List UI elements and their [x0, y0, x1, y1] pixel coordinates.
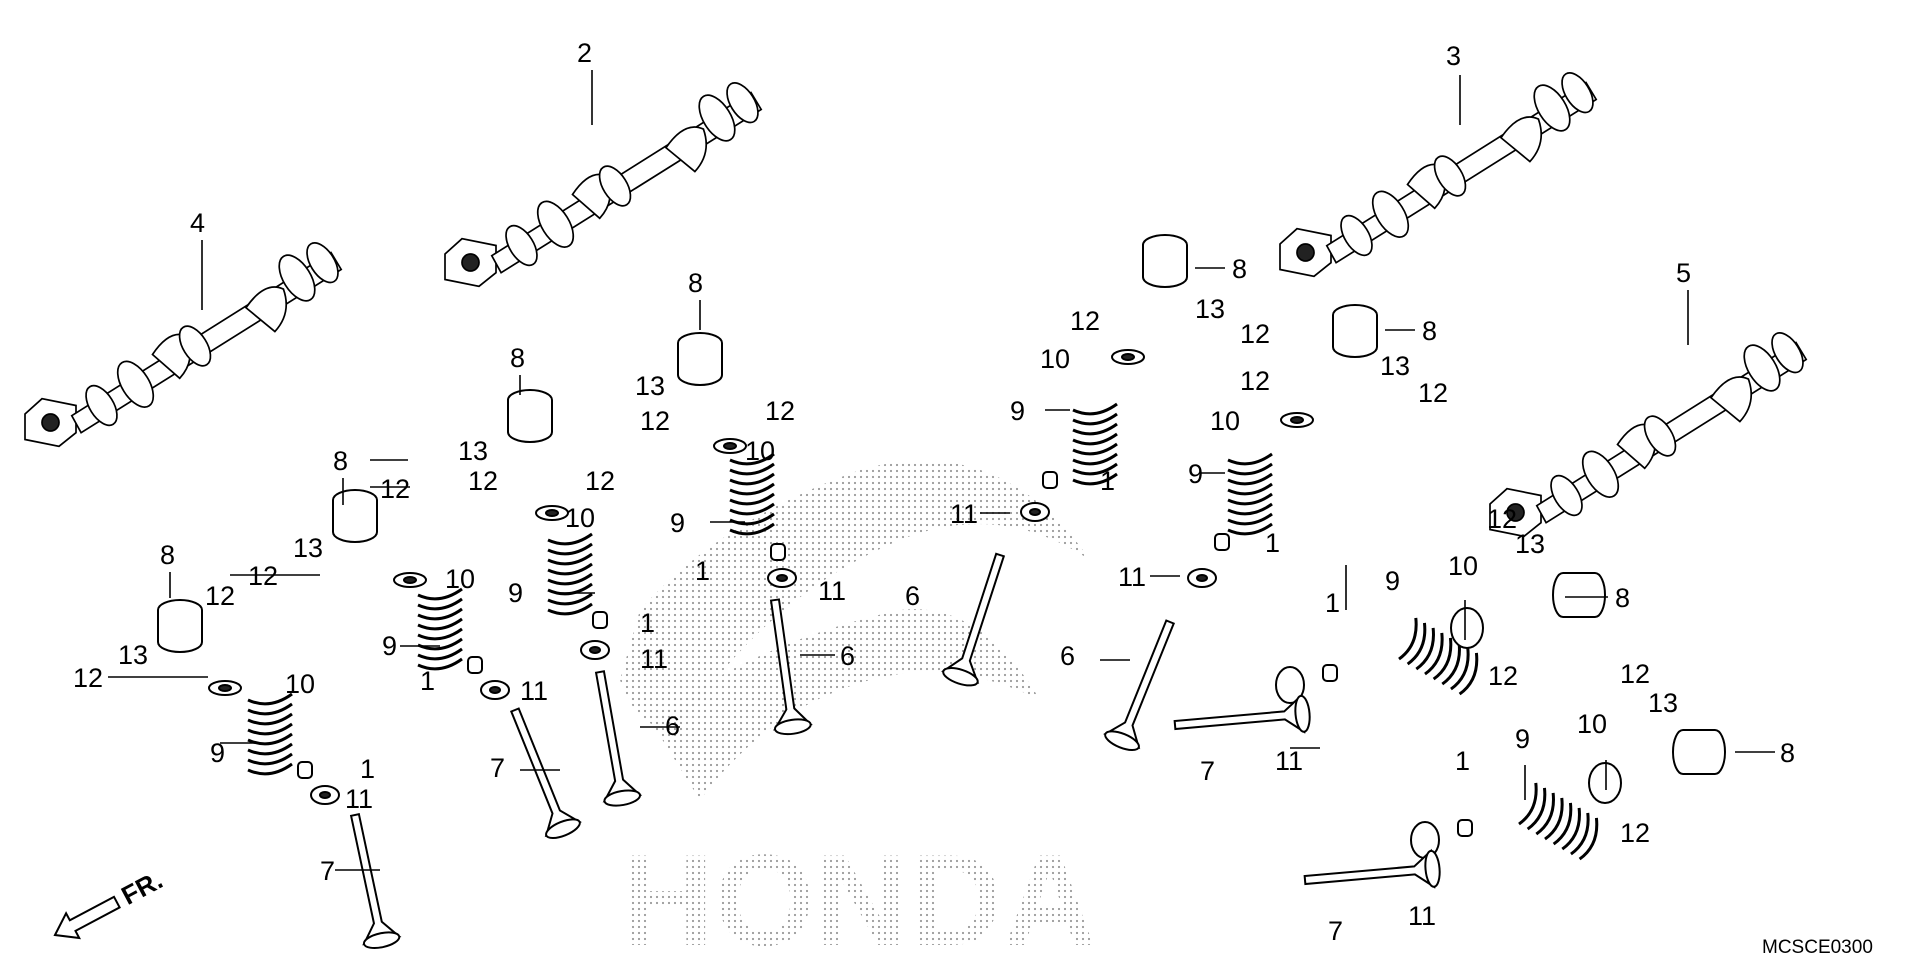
callout-8: 8: [1422, 316, 1437, 346]
callout-1: 1: [1265, 528, 1280, 558]
callout-12: 12: [468, 466, 498, 496]
callout-6: 6: [905, 581, 920, 611]
callout-2: 2: [577, 38, 592, 68]
callouts: 2 3 4 5 8 8 8 8 8 8 8 8 12 13 12 10 9 1 …: [73, 38, 1795, 946]
callout-6: 6: [665, 711, 680, 741]
valve-stack-5: [940, 234, 1188, 690]
callout-12: 12: [585, 466, 615, 496]
callout-8: 8: [333, 446, 348, 476]
callout-9: 9: [1188, 459, 1203, 489]
callout-1: 1: [640, 608, 655, 638]
callout-12: 12: [1070, 306, 1100, 336]
camshaft-5: [1489, 326, 1811, 538]
callout-1: 1: [1100, 466, 1115, 496]
callout-11: 11: [1408, 901, 1436, 931]
callout-1: 1: [1325, 588, 1340, 618]
callout-10: 10: [1577, 709, 1607, 739]
callout-12: 12: [1418, 378, 1448, 408]
callout-11: 11: [818, 576, 846, 606]
callout-13: 13: [1195, 294, 1225, 324]
callout-10: 10: [565, 503, 595, 533]
callout-12: 12: [640, 406, 670, 436]
callout-1: 1: [360, 754, 375, 784]
callout-10: 10: [285, 669, 315, 699]
callout-12: 12: [248, 561, 278, 591]
callout-12: 12: [205, 581, 235, 611]
callout-13: 13: [1380, 351, 1410, 381]
callout-10: 10: [1448, 551, 1478, 581]
callout-11: 11: [520, 676, 548, 706]
callout-6: 6: [840, 641, 855, 671]
callout-9: 9: [670, 508, 685, 538]
callout-10: 10: [445, 564, 475, 594]
callout-12: 12: [73, 663, 103, 693]
leader-lines: [108, 70, 1775, 871]
callout-1: 1: [1455, 746, 1470, 776]
callout-9: 9: [382, 631, 397, 661]
camshaft-3: [1279, 66, 1601, 278]
callout-4: 4: [190, 208, 205, 238]
callout-12: 12: [765, 396, 795, 426]
callout-13: 13: [118, 640, 148, 670]
watermark-text: HONDA: [620, 827, 1097, 960]
callout-7: 7: [320, 856, 335, 886]
callout-7: 7: [490, 753, 505, 783]
callout-12: 12: [1240, 366, 1270, 396]
front-direction-indicator: FR.: [53, 865, 167, 940]
callout-8: 8: [1232, 254, 1247, 284]
callout-9: 9: [1010, 396, 1025, 426]
callout-13: 13: [1648, 688, 1678, 718]
callout-9: 9: [508, 578, 523, 608]
callout-12: 12: [1488, 661, 1518, 691]
callout-5: 5: [1676, 258, 1691, 288]
valve-stack-7: [1172, 572, 1606, 744]
callout-12: 12: [1240, 319, 1270, 349]
callout-6: 6: [1060, 641, 1075, 671]
camshaft-4: [24, 236, 346, 448]
callout-11: 11: [640, 644, 668, 674]
callout-12: 12: [380, 474, 410, 504]
callout-12: 12: [1620, 659, 1650, 689]
callout-1: 1: [695, 556, 710, 586]
callout-1: 1: [420, 666, 435, 696]
callout-13: 13: [635, 371, 665, 401]
callout-12: 12: [1620, 818, 1650, 848]
callout-8: 8: [1615, 583, 1630, 613]
callout-7: 7: [1328, 916, 1343, 946]
callout-13: 13: [1515, 529, 1545, 559]
callout-11: 11: [1275, 746, 1303, 776]
callout-10: 10: [745, 436, 775, 466]
callout-8: 8: [510, 343, 525, 373]
valve-stack-8: [1302, 729, 1726, 899]
callout-11: 11: [345, 784, 373, 814]
callout-8: 8: [160, 540, 175, 570]
callout-9: 9: [1385, 566, 1400, 596]
callout-11: 11: [1118, 562, 1146, 592]
direction-label: FR.: [116, 865, 167, 911]
callout-3: 3: [1446, 41, 1461, 71]
callout-10: 10: [1210, 406, 1240, 436]
callout-9: 9: [1515, 724, 1530, 754]
callout-13: 13: [293, 533, 323, 563]
callout-8: 8: [688, 268, 703, 298]
callout-11: 11: [950, 499, 978, 529]
callout-8: 8: [1780, 738, 1795, 768]
callout-7: 7: [1200, 756, 1215, 786]
front-arrow-icon: [53, 895, 121, 940]
diagram-code: MCSCE0300: [1762, 937, 1873, 958]
callout-13: 13: [458, 436, 488, 466]
honda-watermark-wing: [620, 460, 1090, 800]
callout-12: 12: [1487, 504, 1517, 534]
callout-10: 10: [1040, 344, 1070, 374]
camshaft-2: [444, 76, 766, 288]
callout-9: 9: [210, 738, 225, 768]
